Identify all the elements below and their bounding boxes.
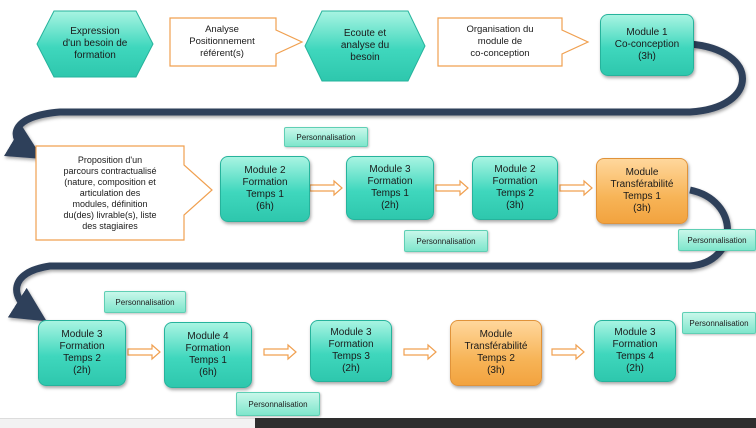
module3-temps4-box: Module 3 Formation Temps 4 (2h) [594, 320, 676, 382]
module3-temps2-box: Module 3 Formation Temps 2 (2h) [38, 320, 126, 386]
personnalisation-tag-1: Personnalisation [284, 127, 368, 147]
module3-temps4-label: Module 3 Formation Temps 4 (2h) [612, 327, 658, 374]
proposition-label: Proposition d'un parcours contractualisé… [63, 154, 157, 231]
arrow-analyse-callout [169, 17, 304, 67]
arrow-r2-3 [559, 179, 593, 197]
module3-temps2-label: Module 3 Formation Temps 2 (2h) [59, 329, 105, 376]
arrow-organisation-callout [437, 17, 590, 67]
transferabilite-temps2-label: Module Transférabilité Temps 2 (3h) [464, 329, 528, 376]
tag-label: Personnalisation [248, 399, 308, 409]
ecoute-label: Ecoute et analyse du besoin [340, 28, 390, 63]
transferabilite-temps1-box: Module Transférabilité Temps 1 (3h) [596, 158, 688, 224]
proposition-label-box: Proposition d'un parcours contractualisé… [38, 148, 182, 238]
tag-label: Personnalisation [689, 318, 749, 328]
module3-temps1-label: Module 3 Formation Temps 1 (2h) [367, 164, 413, 211]
organisation-label-box: Organisation du module de co-conception [440, 18, 560, 66]
module3-temps1-box: Module 3 Formation Temps 1 (2h) [346, 156, 434, 220]
hexagon-shape [304, 10, 426, 82]
bottom-strip-light [0, 418, 255, 428]
arrow-proposition-callout [35, 145, 213, 241]
curved-connector-2 [7, 186, 731, 322]
personnalisation-tag-2: Personnalisation [404, 230, 488, 252]
ecoute-hexagon: Ecoute et analyse du besoin [304, 10, 426, 82]
transferabilite-temps2-box: Module Transférabilité Temps 2 (3h) [450, 320, 542, 386]
organisation-label: Organisation du module de co-conception [466, 24, 534, 59]
analyse-label: Analyse Positionnement référent(s) [189, 24, 255, 59]
arrow-r3-3 [403, 343, 437, 361]
module2-temps1-box: Module 2 Formation Temps 1 (6h) [220, 156, 310, 222]
hexagon-shape [36, 10, 154, 78]
start-label: Expression d'un besoin de formation [62, 26, 128, 61]
transferabilite-temps1-label: Module Transférabilité Temps 1 (3h) [610, 167, 674, 214]
tag-label: Personnalisation [687, 235, 747, 245]
tag-label: Personnalisation [115, 297, 175, 307]
module4-temps1-box: Module 4 Formation Temps 1 (6h) [164, 322, 252, 388]
module4-temps1-label: Module 4 Formation Temps 1 (6h) [185, 331, 231, 378]
tag-label: Personnalisation [296, 132, 356, 142]
arrow-r3-4 [551, 343, 585, 361]
arrow-r2-1 [309, 179, 343, 197]
personnalisation-tag-5: Personnalisation [682, 312, 756, 334]
personnalisation-tag-6: Personnalisation [236, 392, 320, 416]
module1-label: Module 1 Co-conception (3h) [614, 27, 680, 62]
module1-box: Module 1 Co-conception (3h) [600, 14, 694, 76]
module2-temps2-label: Module 2 Formation Temps 2 (3h) [492, 164, 538, 211]
module2-temps1-label: Module 2 Formation Temps 1 (6h) [242, 165, 288, 212]
arrow-r3-2 [263, 343, 297, 361]
module3-temps3-label: Module 3 Formation Temps 3 (2h) [328, 327, 374, 374]
module2-temps2-box: Module 2 Formation Temps 2 (3h) [472, 156, 558, 220]
personnalisation-tag-4: Personnalisation [104, 291, 186, 313]
start-hexagon: Expression d'un besoin de formation [36, 10, 154, 78]
module3-temps3-box: Module 3 Formation Temps 3 (2h) [310, 320, 392, 382]
curved-connector-1 [3, 40, 746, 160]
tag-label: Personnalisation [416, 236, 476, 246]
bottom-strip-dark [255, 418, 756, 428]
arrow-r2-2 [435, 179, 469, 197]
analyse-label-box: Analyse Positionnement référent(s) [170, 18, 274, 66]
arrow-r3-1 [127, 343, 161, 361]
personnalisation-tag-3: Personnalisation [678, 229, 756, 251]
